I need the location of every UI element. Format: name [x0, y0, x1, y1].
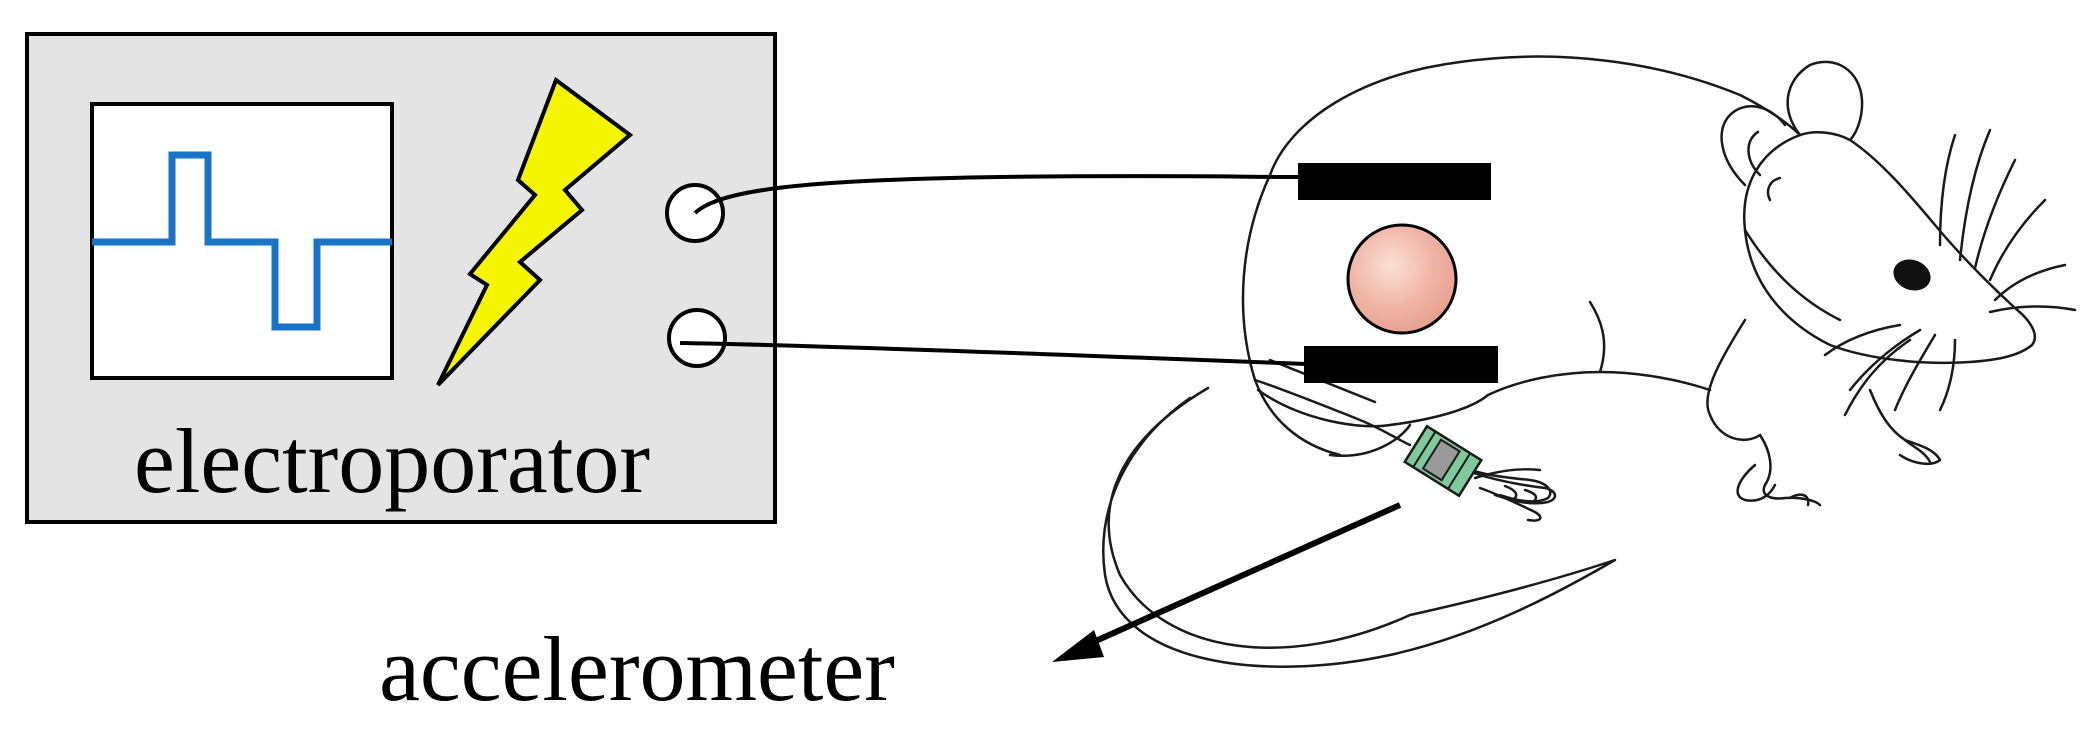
mouse-icon [1102, 55, 2077, 668]
mouse-eye-icon [1893, 259, 1931, 291]
mouse-forelimb [1253, 358, 1552, 522]
electrode-plate-top [1298, 163, 1491, 200]
accelerometer-sensor [1403, 424, 1483, 498]
lightning-bolt-icon [436, 76, 634, 387]
electrode-wire-bottom [679, 341, 1306, 366]
arrowhead-icon [1052, 630, 1104, 662]
bipolar-pulse-waveform [92, 151, 392, 331]
electroporator-label: electroporator [134, 410, 650, 512]
electroporator-device: electroporator [25, 32, 777, 524]
output-terminal-negative [667, 308, 727, 368]
pulse-display [90, 102, 394, 380]
electrode-wire-top [693, 174, 1301, 215]
accelerometer-pointer-arrow [1078, 502, 1402, 651]
electrode-plate-bottom [1304, 346, 1498, 383]
accelerometer-label: accelerometer [379, 618, 895, 720]
target-muscle [1346, 223, 1458, 335]
